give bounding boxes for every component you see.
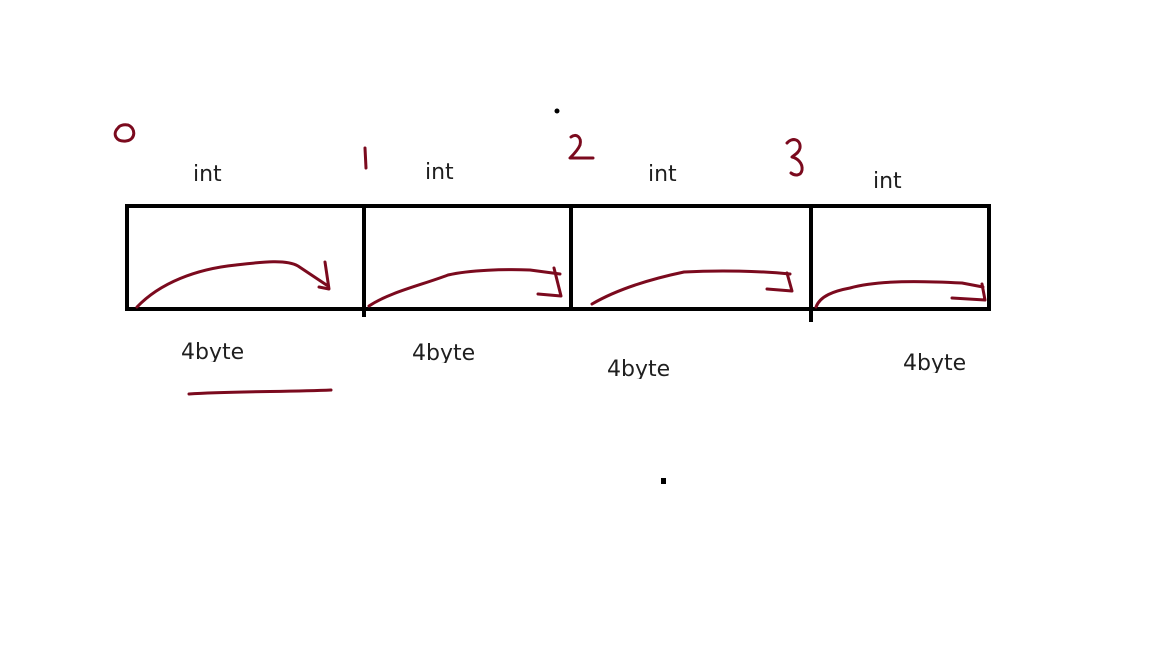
cell-3-arrow-curve [814, 280, 985, 309]
index-0-glyph [113, 123, 136, 143]
cell-3-size-text: 4byte [903, 353, 967, 373]
cell-1-type-label: int [425, 160, 454, 185]
cell-0-arrow-head [317, 260, 331, 291]
stray-dot-top [554, 108, 560, 114]
cell-3-size-label: 4byte [903, 353, 966, 375]
cell-0-size-label: 4byte [181, 342, 244, 364]
cell-0-type-label: int [193, 162, 222, 187]
cell-3-type-label: int [873, 169, 902, 194]
cell-0-size-text: 4byte [181, 342, 245, 362]
cell-2-size-label: 4byte [607, 359, 670, 381]
index-3-glyph [785, 138, 804, 177]
cell-0-arrow-curve [135, 260, 330, 309]
cell-2-size-text: 4byte [607, 359, 671, 379]
cell-1-size-text: 4byte [412, 343, 476, 363]
cell-2-arrow-curve [590, 269, 792, 306]
cell-3-arrow-head [950, 282, 987, 302]
cell-2-arrow-head [765, 271, 794, 293]
index-2-glyph [568, 133, 595, 160]
index-1-glyph [363, 146, 368, 170]
memory-block-outline [125, 204, 991, 311]
cell-2-type-label: int [648, 162, 677, 187]
size-underline [187, 388, 333, 396]
cell-1-arrow-curve [367, 268, 562, 308]
cell-1-size-label: 4byte [412, 343, 475, 365]
stray-dot-bottom [661, 478, 666, 484]
cell-1-arrow-head [536, 266, 563, 298]
